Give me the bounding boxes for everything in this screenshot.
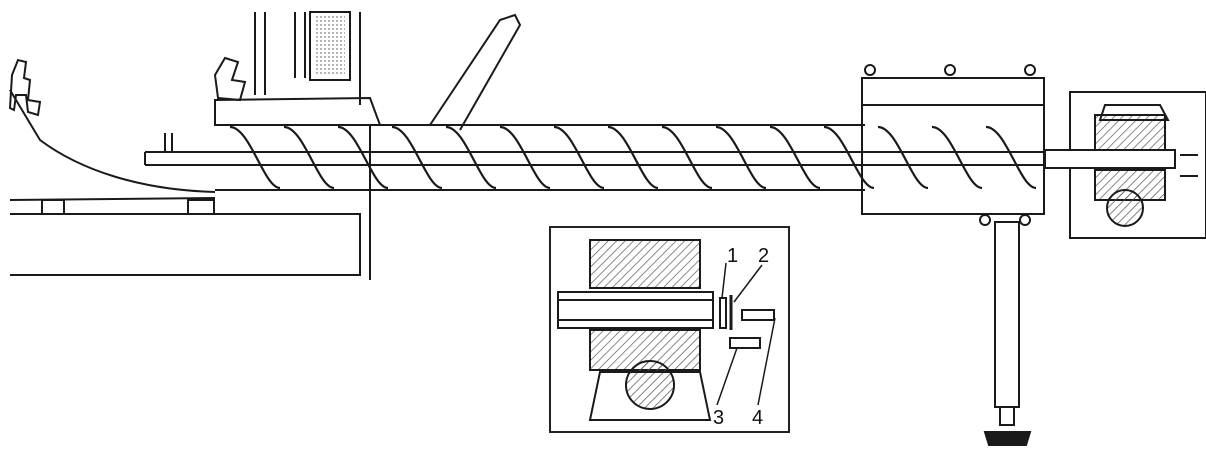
auger-flight	[499, 125, 551, 190]
auger-flights	[229, 125, 1037, 190]
auger-flight	[283, 125, 335, 190]
auger-flight	[391, 125, 443, 190]
auger-flight	[337, 125, 389, 190]
support-leg	[983, 221, 1032, 446]
auger-flight	[553, 125, 605, 190]
auger-flight	[715, 125, 767, 190]
callout-4: 4	[752, 407, 763, 429]
auger-flight	[445, 125, 497, 190]
auger-flight	[823, 125, 875, 190]
callout-1: 1	[727, 245, 738, 267]
inlet-chute	[213, 11, 522, 131]
callout-3: 3	[713, 407, 724, 429]
part-4-bolt	[741, 309, 775, 321]
auger-flight	[985, 125, 1037, 190]
gearbox-motor	[1044, 91, 1206, 239]
part-1-key	[719, 297, 727, 329]
auger-flight	[229, 125, 281, 190]
screw-tube	[144, 124, 1045, 280]
left-frame	[8, 58, 361, 276]
auger-flight	[661, 125, 713, 190]
detail-inset: 1 2 3 4	[549, 226, 790, 433]
auger-flight	[607, 125, 659, 190]
callout-2: 2	[758, 245, 769, 267]
part-3-key	[729, 337, 761, 349]
outlet-housing	[861, 64, 1045, 226]
auger-flight	[931, 125, 983, 190]
auger-flight	[877, 125, 929, 190]
auger-flight	[769, 125, 821, 190]
